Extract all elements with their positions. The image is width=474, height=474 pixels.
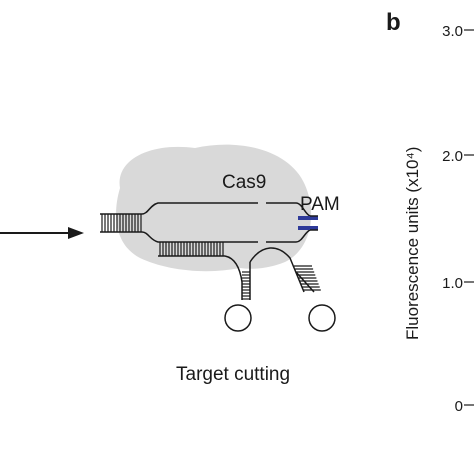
- rna-hairpin-right: [249, 247, 336, 332]
- cas9-protein-shape: [116, 144, 312, 272]
- rna-hairpin-left: [224, 255, 252, 332]
- dna-duplex-left: [100, 213, 142, 233]
- pam-right-stub: [310, 215, 318, 231]
- panel-b: b Fluorescence units (x10⁴) 3.0 2.0 1.0 …: [386, 9, 474, 415]
- pam-label: PAM: [300, 194, 340, 215]
- y-axis-label: Fluorescence units (x10⁴): [403, 147, 422, 340]
- y-tick-label-1-0: 1.0: [442, 275, 463, 292]
- cas9-label: Cas9: [222, 172, 266, 193]
- pam-site-marks: [298, 216, 318, 230]
- y-axis-ticks: [464, 29, 474, 406]
- diagram-caption: Target cutting: [176, 364, 290, 385]
- dna-strands: [141, 202, 311, 243]
- panel-b-letter: b: [386, 9, 401, 36]
- y-tick-label-0: 0: [455, 398, 463, 415]
- flow-arrow: [0, 227, 84, 239]
- guide-rna-pairing: [158, 242, 225, 257]
- y-tick-label-2-0: 2.0: [442, 148, 463, 165]
- y-tick-label-3-0: 3.0: [442, 23, 463, 40]
